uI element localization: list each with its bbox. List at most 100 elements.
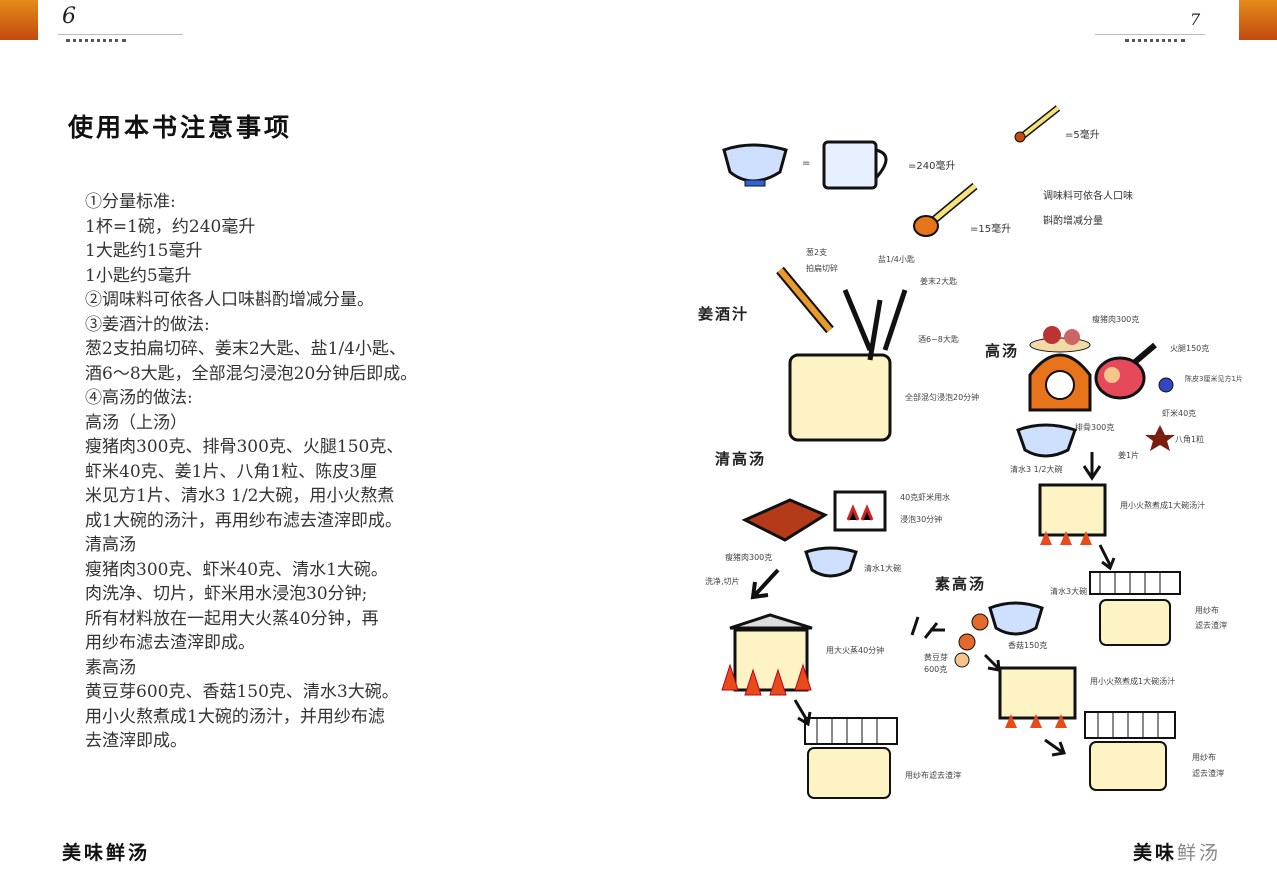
- body-line: 酒6～8大匙，全部混匀浸泡20分钟后即成。: [85, 363, 418, 384]
- label: 40克虾米用水: [900, 493, 951, 502]
- label: 排骨300克: [1075, 423, 1115, 432]
- label: 清水1大碗: [864, 564, 902, 573]
- cup-icon: [822, 140, 888, 190]
- label: 火腿150克: [1170, 344, 1210, 353]
- label: 香菇150克: [1008, 641, 1048, 650]
- meat-icon: [741, 498, 829, 542]
- label: 用纱布: [1195, 606, 1219, 615]
- body-line: 瘦猪肉300克、排骨300克、火腿150克、: [85, 437, 404, 457]
- stock-pot-icon: [998, 666, 1077, 728]
- bowl-icon: [988, 601, 1044, 636]
- peel-icon: [1158, 377, 1174, 393]
- page-number: 7: [1190, 10, 1201, 29]
- body-line: ④高汤的做法:: [85, 388, 193, 408]
- body-line: 瘦猪肉300克、虾米40克、清水1大碗。: [85, 559, 388, 580]
- footer-a: 美味: [1133, 842, 1178, 864]
- bean-sprout-icon: [910, 616, 945, 639]
- body-line: 肉洗净、切片，虾米用水浸泡30分钟;: [85, 584, 368, 604]
- body-line: 素高汤: [85, 657, 136, 678]
- star-anise-icon: [1145, 425, 1175, 451]
- strainer-icon: [1084, 711, 1176, 791]
- scale-icon: [1028, 326, 1092, 412]
- ham-icon: [1094, 342, 1157, 400]
- label: 用纱布: [1192, 753, 1216, 762]
- body-line: 用纱布滤去渣滓即成。: [85, 633, 255, 653]
- label: 浸泡30分钟: [900, 515, 943, 524]
- body-line: 葱2支拍扁切碎、姜末2大匙、盐1/4小匙、: [85, 339, 406, 359]
- label: 清水3大碗: [1050, 587, 1088, 596]
- tablespoon-icon: [913, 182, 978, 237]
- label: 黄豆芽: [924, 653, 948, 662]
- body-line: 去渣滓即成。: [85, 731, 187, 751]
- bowl-icon: [1016, 423, 1077, 458]
- body-line: 米见方1片、清水3 1/2大碗，用小火熬煮: [85, 486, 395, 506]
- label: 姜末2大匙: [920, 277, 958, 286]
- body-line: ①分量标准:: [85, 192, 176, 212]
- series-label: [1125, 39, 1185, 46]
- arrow-icon: [1098, 544, 1116, 571]
- body-line: 用小火熬煮成1大碗的汤汁，并用纱布滤: [85, 706, 385, 727]
- label: 用小火熬煮成1大碗汤汁: [1120, 501, 1206, 510]
- label: 瘦猪肉300克: [725, 553, 773, 562]
- divider: [58, 34, 183, 35]
- label: =: [802, 158, 811, 169]
- corner-decoration: [0, 0, 38, 40]
- label: 全部混匀浸泡20分钟: [905, 393, 980, 402]
- footer-b: 鲜汤: [1177, 842, 1222, 864]
- label: =240毫升: [908, 161, 956, 172]
- label: 陈皮3厘米见方1片: [1185, 375, 1243, 383]
- page-title: 使用本书注意事项: [68, 113, 293, 142]
- pot-icon: [776, 266, 908, 442]
- footer-title: 美味鲜汤: [62, 842, 151, 864]
- label: 酒6~8大匙: [918, 335, 959, 344]
- label: 姜1片: [1118, 451, 1140, 460]
- shrimp-bowl-icon: [833, 490, 887, 532]
- label: 斟酌增减分量: [1043, 216, 1103, 227]
- label: =5毫升: [1065, 130, 1100, 141]
- strainer-icon: [804, 717, 898, 799]
- divider: [1095, 34, 1205, 35]
- series-label: [66, 39, 126, 46]
- label: 瘦猪肉300克: [1092, 315, 1140, 324]
- section-label: 姜酒汁: [698, 305, 750, 323]
- stock-pot-icon: [1038, 483, 1107, 545]
- label: 盐1/4小匙: [878, 255, 915, 264]
- label: 600克: [924, 665, 948, 674]
- label: 滤去渣滓: [1195, 621, 1227, 630]
- section-label: 高汤: [985, 342, 1020, 360]
- page-number: 6: [62, 4, 76, 29]
- label: 用大火蒸40分钟: [826, 646, 885, 655]
- body-line: 虾米40克、姜1片、八角1粒、陈皮3厘: [85, 461, 378, 482]
- body-line: 所有材料放在一起用大火蒸40分钟，再: [85, 608, 379, 629]
- corner-decoration: [1239, 0, 1277, 40]
- arrow-icon: [1082, 452, 1102, 481]
- label: 洗净,切片: [705, 577, 740, 586]
- body-line: 1小匙约5毫升: [85, 265, 192, 286]
- bowl-icon: [804, 546, 858, 578]
- arrow-icon: [1044, 738, 1067, 757]
- arrow-icon: [983, 653, 1001, 672]
- label: =15毫升: [970, 224, 1012, 235]
- label: 清水3 1/2大碗: [1010, 465, 1063, 474]
- body-line: 黄豆芽600克、香菇150克、清水3大碗。: [85, 682, 399, 702]
- label: 葱2支: [806, 248, 828, 257]
- steamer-icon: [721, 613, 813, 696]
- label: 拍扁切碎: [806, 264, 838, 273]
- footer-title: 美味鲜汤: [1133, 838, 1221, 865]
- body-line: 高汤（上汤）: [85, 412, 187, 433]
- body-line: 成1大碗的汤汁，再用纱布滤去渣滓即成。: [85, 510, 402, 531]
- mushroom-icon: [954, 613, 989, 668]
- label: 八角1粒: [1175, 435, 1205, 444]
- body-line: 1杯=1碗，约240毫升: [85, 216, 256, 237]
- section-label: 素高汤: [935, 575, 987, 593]
- arrow-icon: [793, 699, 812, 727]
- body-line: ③姜酒汁的做法:: [85, 314, 210, 335]
- section-label: 清高汤: [715, 450, 767, 468]
- bowl-icon: [722, 143, 788, 187]
- label: 虾米40克: [1162, 409, 1197, 418]
- label: 调味料可依各人口味: [1043, 191, 1133, 202]
- arrow-icon: [750, 568, 780, 600]
- body-line: 清高汤: [85, 535, 136, 555]
